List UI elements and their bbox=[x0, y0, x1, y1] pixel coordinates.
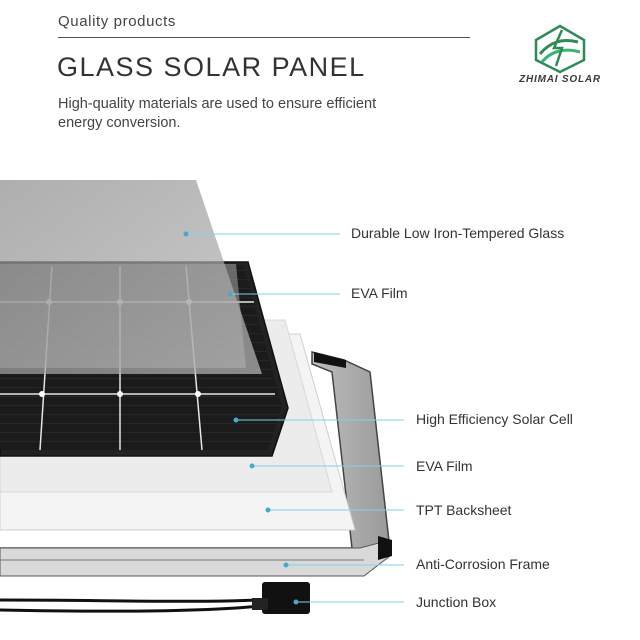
callout-dots bbox=[183, 231, 299, 605]
eyebrow-text: Quality products bbox=[58, 13, 176, 30]
callout-label-solar-cell: High Efficiency Solar Cell bbox=[416, 411, 573, 427]
page-subtitle: High-quality materials are used to ensur… bbox=[58, 96, 377, 131]
callout-label-backsheet: TPT Backsheet bbox=[416, 502, 512, 518]
callout-label-junction-box: Junction Box bbox=[416, 594, 497, 610]
tempered-glass-layer bbox=[0, 180, 262, 374]
aluminum-frame bbox=[0, 351, 392, 577]
callout-label-eva-bottom: EVA Film bbox=[416, 458, 473, 474]
brand-name: ZHIMAI SOLAR bbox=[519, 74, 601, 85]
zhimai-logo-icon bbox=[534, 24, 586, 74]
callout-lines bbox=[186, 233, 404, 603]
junction-box bbox=[0, 582, 310, 614]
callout-label-glass: Durable Low Iron-Tempered Glass bbox=[351, 225, 565, 241]
callout-label-eva-top: EVA Film bbox=[351, 285, 408, 301]
callout-label-frame: Anti-Corrosion Frame bbox=[416, 556, 550, 572]
brand-logo: ZHIMAI SOLAR bbox=[515, 24, 605, 90]
page-title: GLASS SOLAR PANEL bbox=[57, 52, 366, 82]
header-rule bbox=[58, 37, 470, 38]
